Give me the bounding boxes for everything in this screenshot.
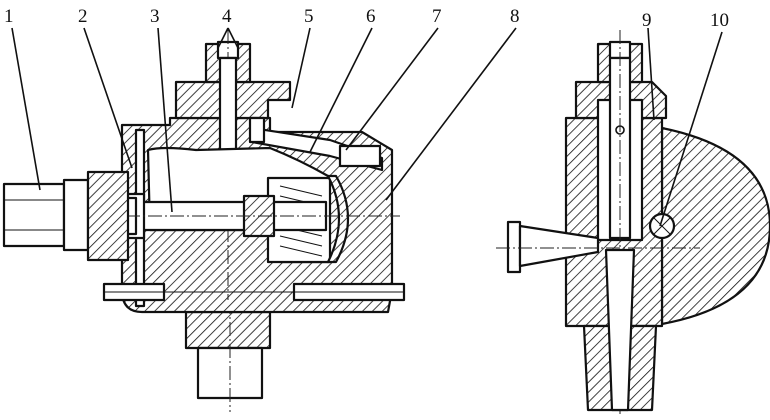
- round-cover: [660, 126, 770, 326]
- callout-1: 1: [4, 6, 14, 27]
- diaphragm: [326, 174, 350, 264]
- leader-lines: [11, 27, 723, 227]
- left-section-view: [2, 30, 406, 412]
- callout-4: 4: [222, 6, 232, 27]
- callout-2: 2: [78, 6, 88, 27]
- callout-labels: 1 2 3 4 5 6 7 8 9 10: [4, 6, 729, 31]
- bottom-bolts: [102, 282, 406, 302]
- bottom-outlet: [184, 300, 272, 412]
- right-section-view: [496, 30, 770, 414]
- callout-10: 10: [710, 10, 729, 31]
- callout-6: 6: [366, 6, 376, 27]
- callout-8: 8: [510, 6, 520, 27]
- bottom-outlet-cone: [582, 248, 658, 412]
- callout-7: 7: [432, 6, 442, 27]
- left-inlet-fitting: [2, 170, 130, 262]
- callout-5: 5: [304, 6, 314, 27]
- side-inlet-nozzle: [496, 220, 700, 274]
- upper-passage: [248, 116, 384, 172]
- callout-9: 9: [642, 10, 652, 31]
- callout-3: 3: [150, 6, 160, 27]
